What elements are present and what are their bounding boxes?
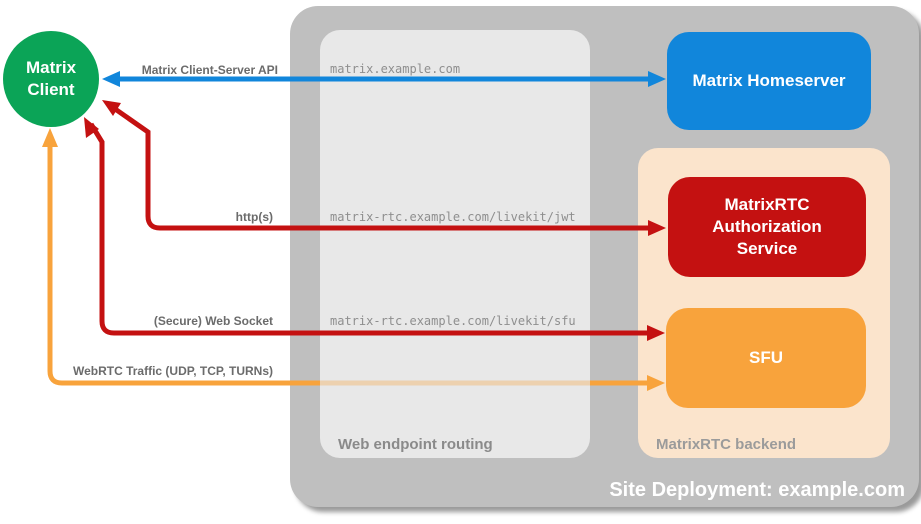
route-livekit-sfu: matrix-rtc.example.com/livekit/sfu	[330, 314, 576, 328]
site-deployment-caption: Site Deployment: example.com	[609, 479, 905, 501]
route-homeserver: matrix.example.com	[330, 62, 461, 76]
matrixrtc-auth-service-node: MatrixRTC Authorization Service	[668, 177, 866, 277]
route-livekit-jwt: matrix-rtc.example.com/livekit/jwt	[330, 210, 576, 224]
matrix-client-label: Matrix Client	[25, 57, 77, 99]
websocket-arrowhead-client	[84, 117, 99, 138]
https-label: http(s)	[235, 210, 273, 224]
web-endpoint-routing-caption: Web endpoint routing	[338, 436, 493, 453]
sfu-node: SFU	[666, 308, 866, 408]
matrix-homeserver-node: Matrix Homeserver	[667, 32, 871, 130]
webrtc-arrow-line	[47, 145, 320, 386]
matrix-client-node: Matrix Client	[3, 31, 99, 127]
matrixrtc-backend-caption: MatrixRTC backend	[656, 436, 797, 453]
https-arrowhead-client	[102, 100, 121, 116]
webrtc-arrowhead-client	[42, 128, 58, 147]
web-endpoint-routing-container	[320, 30, 590, 458]
webrtc-label: WebRTC Traffic (UDP, TCP, TURNs)	[72, 364, 273, 378]
matrix-homeserver-label: Matrix Homeserver	[692, 70, 846, 90]
matrixrtc-auth-service-label: MatrixRTC Authorization Service	[712, 194, 822, 259]
sfu-label: SFU	[749, 347, 783, 367]
websocket-label: (Secure) Web Socket	[153, 314, 273, 328]
client-server-api-label: Matrix Client-Server API	[141, 63, 278, 77]
